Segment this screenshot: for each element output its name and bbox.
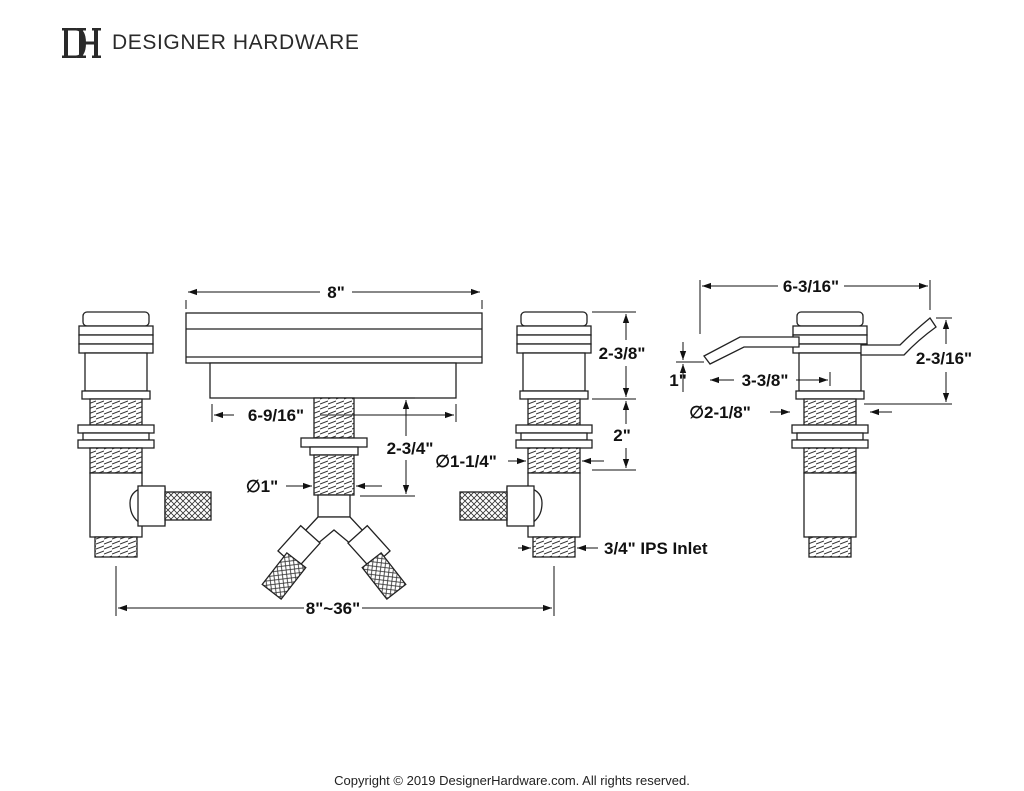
label-handle-height-bottom: 2" — [613, 426, 631, 445]
label-lever-rise: 1" — [669, 371, 687, 390]
label-flange-diameter: ∅2-1/8" — [689, 403, 751, 422]
copyright-footer: Copyright © 2019 DesignerHardware.com. A… — [334, 773, 690, 788]
right-handle-valve — [459, 311, 593, 558]
label-spout-shank-diameter: ∅1" — [246, 477, 278, 496]
label-spread: 8"~36" — [306, 599, 360, 618]
label-lever-height: 2-3/16" — [916, 349, 972, 368]
left-handle-valve — [77, 311, 212, 558]
label-inlet: 3/4" IPS Inlet — [604, 539, 708, 558]
waterfall-spout — [185, 312, 483, 601]
lever-handle-side-view — [703, 311, 937, 558]
label-lever-offset: 3-3/8" — [742, 371, 789, 390]
label-spout-height: 2-3/4" — [387, 439, 434, 458]
header: DESIGNER HARDWARE — [62, 26, 359, 60]
label-spout-width: 8" — [327, 283, 345, 302]
designer-hardware-logo-icon — [62, 28, 101, 58]
brand-name: DESIGNER HARDWARE — [112, 31, 360, 54]
label-lever-length: 6-3/16" — [783, 277, 839, 296]
label-spout-depth: 6-9/16" — [248, 406, 304, 425]
label-handle-height-top: 2-3/8" — [599, 344, 646, 363]
label-handle-diameter: ∅1-1/4" — [435, 452, 497, 471]
